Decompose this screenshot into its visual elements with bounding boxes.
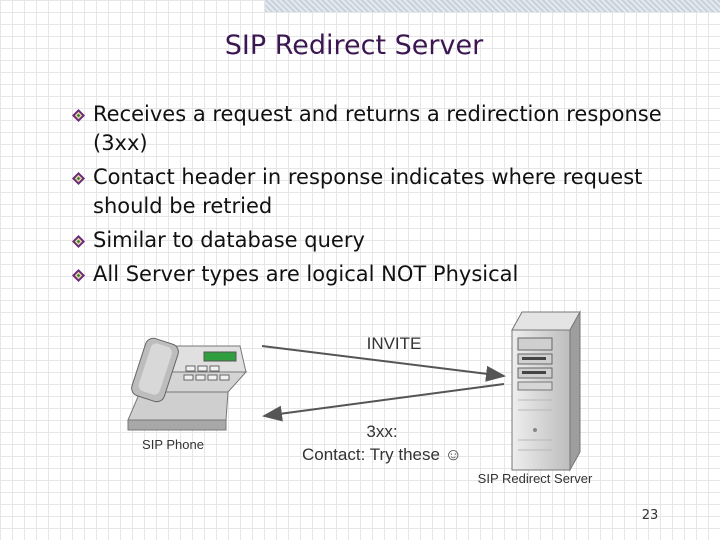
diamond-bullet-icon: [72, 172, 85, 185]
bullet-list: Receives a request and returns a redirec…: [72, 100, 682, 294]
diamond-bullet-icon: [72, 269, 85, 282]
top-decoration-bar: [265, 0, 720, 12]
response-code-label: 3xx:: [366, 422, 397, 441]
phone-label: SIP Phone: [142, 437, 204, 452]
bullet-item: Similar to database query: [72, 226, 682, 255]
diamond-bullet-icon: [72, 235, 85, 248]
page-number: 23: [641, 508, 659, 523]
bullet-item: Contact header in response indicates whe…: [72, 163, 682, 221]
invite-label: INVITE: [367, 334, 422, 353]
bullet-text: Contact header in response indicates whe…: [93, 165, 643, 218]
redirect-diagram: SIP Phone SIP Redirect Server INVITE 3xx…: [127, 310, 593, 486]
bullet-text: Receives a request and returns a redirec…: [93, 102, 662, 155]
desk-phone-icon: [127, 337, 248, 431]
bullet-text: All Server types are logical NOT Physica…: [93, 262, 519, 286]
server-label: SIP Redirect Server: [478, 471, 593, 486]
bullet-text: Similar to database query: [93, 228, 365, 252]
invite-arrow: [261, 345, 506, 382]
diamond-bullet-icon: [72, 109, 85, 122]
bullet-item: All Server types are logical NOT Physica…: [72, 260, 682, 289]
slide-title: SIP Redirect Server: [224, 30, 484, 61]
response-arrow: [262, 383, 505, 422]
response-contact-label: Contact: Try these ☺: [302, 445, 462, 464]
server-tower-icon: [511, 310, 581, 472]
bullet-item: Receives a request and returns a redirec…: [72, 100, 682, 158]
